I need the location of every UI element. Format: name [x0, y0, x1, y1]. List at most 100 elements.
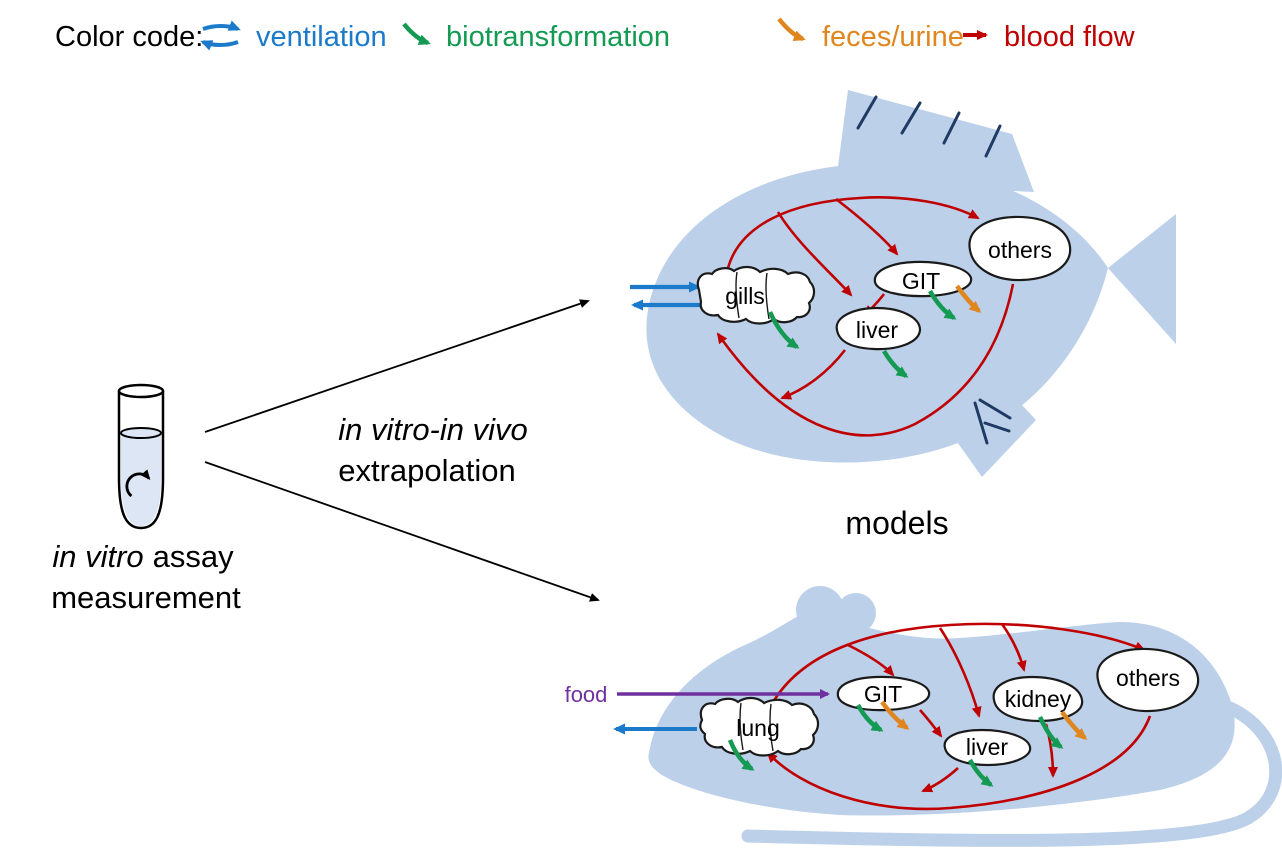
fish-organ-git: GIT [873, 260, 973, 298]
blood-flow-to-git [847, 643, 895, 677]
tube-outline [117, 391, 165, 530]
tube-liquid [121, 433, 161, 526]
fish-blood-flow-arrows [716, 196, 1015, 437]
ventilation-arrow-right [202, 20, 241, 31]
lung-texture [739, 702, 774, 752]
food-label: food [565, 682, 608, 707]
pelvic-fin-lines [973, 398, 1012, 445]
kidney-urine-arrow [1060, 710, 1088, 740]
tube-mouth [117, 383, 165, 399]
feces-urine-arrow [777, 17, 806, 42]
kidney-label: kidney [1005, 686, 1072, 712]
extrapolation-arrows: in vitro-in vivo extrapolation [204, 299, 600, 602]
test-tube [117, 383, 165, 530]
rodent-organ-git: GIT [836, 675, 931, 712]
curved-arrow-icon [777, 17, 806, 42]
fish-biotransformation-arrows [767, 289, 957, 378]
kidney-blob [992, 675, 1084, 723]
gills-blob [696, 265, 816, 325]
fish-organ-gills: gills [696, 265, 816, 325]
gills-label: gills [725, 283, 765, 309]
blood-flow-to-liver [776, 211, 853, 297]
blood-flow-liver-to-vein [780, 349, 847, 400]
double-arrow-icon [200, 20, 241, 51]
fin-line [983, 421, 1011, 433]
invitro-regular: assay [153, 539, 234, 574]
models-label: models [845, 505, 948, 541]
legend-label-blood-flow: blood flow [1004, 21, 1136, 53]
gills-texture [735, 271, 770, 320]
legend: Color code: ventilation biotransformatio… [55, 17, 1136, 53]
fish-ventilation-arrows [630, 281, 701, 311]
ventilation-arrow-left [200, 40, 239, 51]
others-label: others [988, 237, 1052, 263]
legend-label-feces-urine: feces/urine [822, 21, 964, 53]
invitro-caption-line2: measurement [51, 580, 241, 615]
rodent-biotransformation-arrows [727, 703, 1064, 787]
fin-line [942, 111, 961, 145]
rodent-organ-others: others [1096, 647, 1200, 713]
legend-label-ventilation: ventilation [256, 21, 387, 53]
liver-label: liver [966, 734, 1009, 760]
fin-line [978, 398, 1012, 420]
rodent-body [648, 614, 1235, 816]
rodent-organ-kidney: kidney [992, 675, 1084, 723]
liver-biotransformation-arrow [882, 349, 909, 378]
arrow-to-rodent-model [204, 461, 600, 602]
git-label: GIT [902, 268, 940, 294]
blood-flow-artery-to-others [770, 622, 1146, 705]
gills-biotransformation-arrow [767, 311, 800, 349]
invitro-italic: in vitro [52, 539, 143, 574]
blood-flow-vein-to-lung [766, 715, 1152, 811]
git-blob [836, 675, 931, 712]
git-blob [873, 260, 973, 298]
extrapolation-line2: extrapolation [338, 453, 516, 488]
rodent-model: food lung GIT kidney liver others [565, 586, 1282, 847]
fin-line [900, 101, 922, 135]
tail-fin [1108, 214, 1176, 344]
stir-rotation-icon [125, 469, 151, 498]
invitro-caption: in vitro assay measurement [51, 539, 241, 615]
kidney-biotransformation-arrow [1037, 716, 1064, 749]
liver-blob [943, 728, 1032, 767]
git-feces-arrow [955, 284, 982, 313]
fish-organ-liver: liver [835, 306, 922, 351]
blood-flow-liver-to-vein [921, 767, 959, 793]
fin-line [973, 401, 989, 445]
pelvic-fin [950, 390, 1036, 477]
dorsal-fin-lines [856, 95, 1002, 158]
fin-line [984, 124, 1002, 158]
legend-title: Color code: [55, 21, 203, 53]
others-label: others [1116, 665, 1180, 691]
fish-model: gills GIT liver others [630, 90, 1176, 477]
liver-label: liver [856, 317, 899, 343]
fish-organ-others: others [968, 215, 1072, 282]
blood-flow-to-git [835, 197, 899, 256]
blood-flow-to-kidney [1000, 623, 1027, 672]
git-biotransformation-arrow [928, 289, 957, 320]
extrapolation-line1: in vitro-in vivo [338, 412, 528, 447]
blood-flow-vein-to-gills [716, 283, 1015, 437]
others-blob [968, 215, 1072, 282]
blood-flow-git-to-liver [919, 709, 943, 738]
rodent-organ-lung: lung [699, 696, 820, 757]
lung-biotransformation-arrow [727, 739, 755, 771]
git-biotransformation-arrow [856, 703, 884, 732]
rodent-feces-urine-arrows [880, 700, 1088, 740]
invitro-caption-line1: in vitro assay [52, 539, 234, 574]
git-feces-arrow [880, 700, 910, 730]
arrow-to-fish-model [204, 299, 590, 433]
blood-flow-artery-to-others [726, 196, 980, 269]
legend-label-biotransformation: biotransformation [446, 21, 670, 53]
biotransformation-arrow [402, 22, 431, 46]
liver-biotransformation-arrow [968, 758, 994, 787]
others-blob [1096, 647, 1200, 713]
rodent-blood-flow-arrows [766, 622, 1152, 811]
curved-arrow-icon [402, 22, 431, 46]
rodent-tail [741, 701, 1282, 847]
rodent-organ-liver: liver [943, 728, 1032, 767]
lung-label: lung [736, 715, 779, 741]
liver-blob [835, 306, 922, 351]
